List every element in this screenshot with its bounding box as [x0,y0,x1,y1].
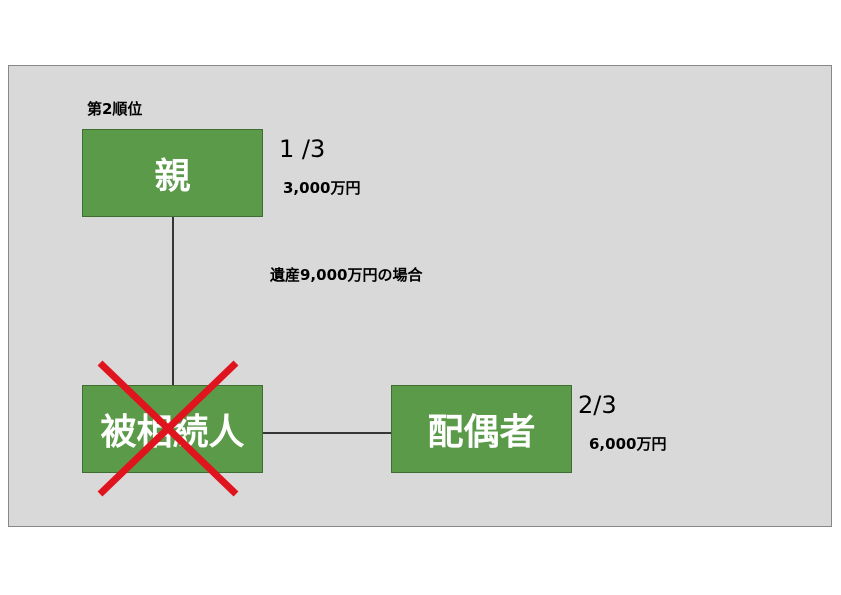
spouse-fraction: 2/3 [578,391,617,419]
estate-note: 遺産9,000万円の場合 [270,266,423,284]
spouse-box: 配偶者 [391,385,572,473]
parent-amount: 3,000万円 [283,179,361,197]
cross-stroke-2 [97,360,239,497]
spouse-amount: 6,000万円 [589,435,667,453]
spouse-label: 配偶者 [427,412,536,453]
rank-label: 第2順位 [87,100,143,118]
parent-box: 親 [82,129,263,217]
parent-fraction: 1 /3 [279,135,326,163]
parent-label: 親 [154,156,191,197]
